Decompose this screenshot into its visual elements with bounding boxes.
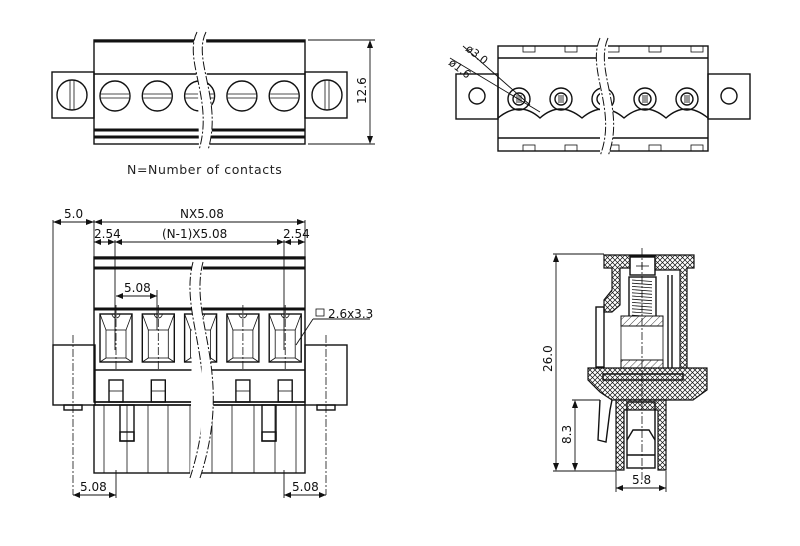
dim-hole-large: ø3.0 <box>463 42 490 67</box>
mount-hole-right-icon <box>720 87 738 105</box>
dim-overall: NX5.08 <box>180 207 224 221</box>
right-flange <box>304 71 348 119</box>
dim-height-top: 12.6 <box>355 77 369 104</box>
wire-entry-slot <box>226 305 260 370</box>
bottom-view: ø1.6 ø3.0 <box>446 37 751 157</box>
dim-edge-right: 2.54 <box>283 227 310 241</box>
bottom-left-flange <box>455 73 499 120</box>
mount-hole-left-icon <box>468 87 486 105</box>
note-contacts: N=Number of contacts <box>127 162 282 177</box>
terminal-screw-icon <box>141 80 174 112</box>
wire-entry-slot <box>141 305 176 370</box>
wire-entry-slot <box>268 305 302 370</box>
terminal-screw-icon <box>268 80 300 112</box>
dim-bottom-right: 5.08 <box>292 480 319 494</box>
contact-hole-icon <box>549 87 573 111</box>
dim-span: (N-1)X5.08 <box>162 227 227 241</box>
front-view: 5.0 NX5.08 2.54 (N-1)X5.08 2.54 5.08 2.6… <box>52 207 373 498</box>
dim-hole-small: ø1.6 <box>446 56 473 81</box>
dim-side-width: 5.8 <box>632 473 651 487</box>
terminal-screw-icon <box>99 80 131 112</box>
dim-pitch: 5.08 <box>124 281 151 295</box>
front-left-flange <box>52 344 96 406</box>
pin-square <box>150 379 167 403</box>
dim-edge-left: 2.54 <box>94 227 121 241</box>
dim-side-height: 26.0 <box>541 345 555 372</box>
contact-hole-icon <box>675 87 699 111</box>
wire-entry-slot <box>99 305 133 370</box>
flange-screw-left-icon <box>56 79 88 111</box>
dim-bottom-left: 5.08 <box>80 480 107 494</box>
contact-hole-icon <box>633 87 657 111</box>
terminal-screw-icon <box>226 80 258 112</box>
dim-pin-height: 8.3 <box>560 425 574 444</box>
flange-screw-right-icon <box>311 79 343 111</box>
dim-flange: 5.0 <box>64 207 83 221</box>
side-section-view: 26.0 8.3 5.8 <box>541 248 708 492</box>
pin-square <box>108 379 124 403</box>
bottom-right-flange <box>707 73 751 120</box>
dim-square-pin: 2.6x3.3 <box>328 307 373 321</box>
top-view: 12.6 <box>51 31 375 151</box>
pin-square <box>277 379 293 403</box>
pin-square <box>235 379 251 403</box>
